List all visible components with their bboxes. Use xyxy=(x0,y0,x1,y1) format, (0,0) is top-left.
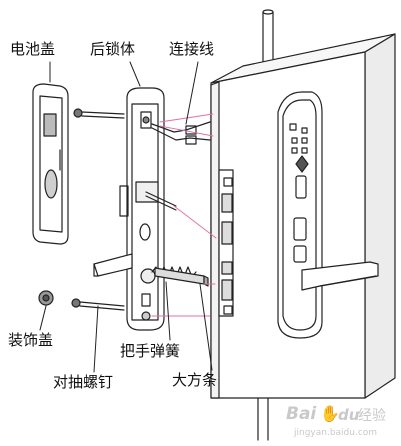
leader-lines xyxy=(39,61,213,373)
label-connecting-wire: 连接线 xyxy=(169,40,215,58)
top-screw-part xyxy=(73,108,125,119)
watermark-small: jingyan.baidu.com xyxy=(294,428,378,438)
watermark-text: Bai xyxy=(286,404,317,424)
connecting-wire-part xyxy=(151,121,211,145)
label-battery-cover: 电池盖 xyxy=(10,40,56,58)
front-lock-body xyxy=(277,91,379,339)
baidu-watermark: Bai ✋ du 经验 jingyan.baidu.com xyxy=(286,402,398,442)
paw-icon: ✋ xyxy=(320,404,340,423)
watermark-paw-text: du xyxy=(338,406,360,424)
rear-lock-part xyxy=(93,87,177,331)
label-through-bolt: 对抽螺钉 xyxy=(53,373,114,391)
battery-cover-part xyxy=(32,83,69,245)
label-square-bar: 大方条 xyxy=(172,371,218,389)
guide-lines xyxy=(151,113,217,317)
label-rear-lock-body: 后锁体 xyxy=(90,40,136,58)
watermark-suffix: 经验 xyxy=(358,408,386,424)
label-handle-spring: 把手弹簧 xyxy=(120,342,181,360)
decorative-cap-part xyxy=(38,290,54,306)
through-bolt-part xyxy=(71,298,125,311)
label-decorative-cap: 装饰盖 xyxy=(8,331,54,349)
side-plate xyxy=(218,169,234,317)
